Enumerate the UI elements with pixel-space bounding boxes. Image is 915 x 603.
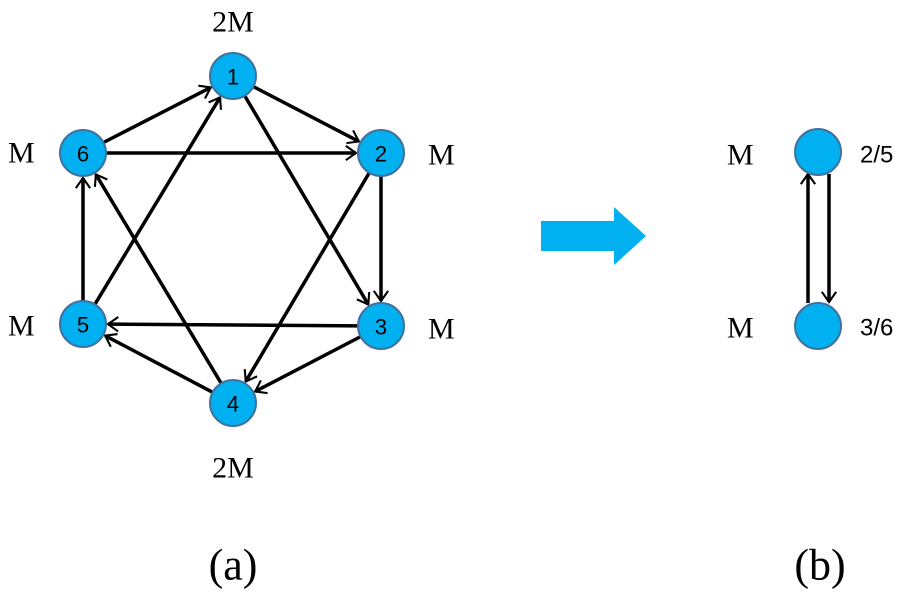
edge-4-to-6 [93,172,223,385]
edge-1-to-2 [252,85,361,145]
node-5: 5 [59,300,107,348]
node-2-label: 2 [375,142,387,167]
edge-2-to-4 [243,171,371,384]
node-bottom-label: 3/6 [860,315,893,342]
edge-6-to-1 [102,84,213,145]
node-6: 6 [59,129,107,177]
node-6-weight: M [8,137,35,170]
node-3-weight: M [428,313,455,346]
node-2: 2 [357,129,405,177]
panel-b: M M 2/5 3/6 (b) [727,128,893,590]
node-top-label: 2/5 [860,142,893,169]
node-top [794,128,842,176]
node-1-label: 1 [227,65,239,90]
node-5-label: 5 [77,313,89,338]
node-5-weight: M [8,310,35,343]
panel-a-edges [74,84,390,395]
node-4-circle [209,379,257,427]
node-4-weight: 2M [212,452,254,485]
node-bottom [794,302,842,350]
panel-a: 1 2 3 4 5 6 2M M M 2M M M (a) [8,6,455,590]
node-bottom-circle [794,302,842,350]
node-2-weight: M [428,139,455,172]
node-top-weight: M [727,139,754,172]
edge-1-to-3 [243,94,371,307]
panel-a-caption: (a) [209,541,258,590]
node-bottom-weight: M [727,312,754,345]
edge-3-to-5 [106,316,359,333]
node-2-circle [357,129,405,177]
node-4: 4 [209,379,257,427]
edge-3-to-4 [253,335,362,395]
node-3: 3 [357,302,405,350]
node-6-label: 6 [77,142,89,167]
node-top-circle [794,128,842,176]
node-4-label: 4 [227,392,239,417]
node-1-circle [209,52,257,100]
edge-5-to-1 [93,95,222,306]
panel-b-caption: (b) [794,541,845,590]
node-3-label: 3 [375,315,387,340]
transition-arrow [541,207,646,265]
node-1: 1 [209,52,257,100]
node-1-weight: 2M [212,6,254,39]
edge-4-to-5 [103,332,214,394]
node-6-circle [59,129,107,177]
node-5-circle [59,300,107,348]
node-3-circle [357,302,405,350]
